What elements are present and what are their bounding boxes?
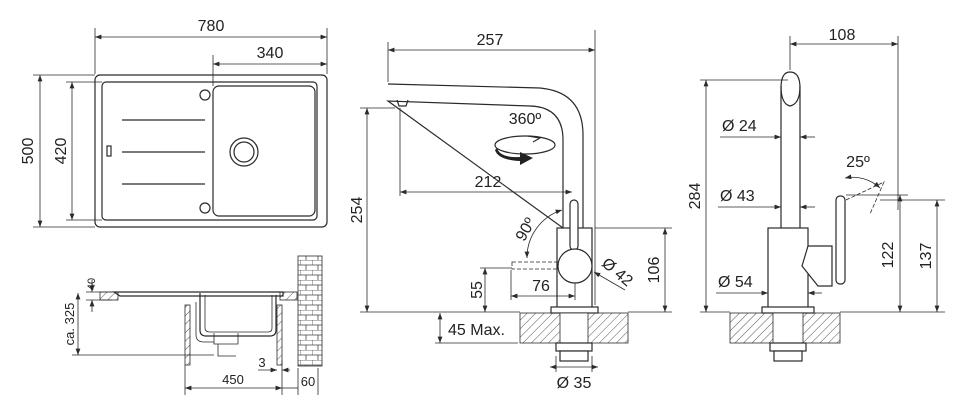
dim-340: 340 [257,45,284,62]
dim-780: 780 [198,18,225,35]
lever-open-position [511,261,559,270]
dim-420: 420 [53,138,70,165]
wall [297,255,323,367]
dim-90-degrees: 90º [513,215,540,244]
sink-outline [94,74,328,228]
dim-137: 137 [918,243,935,270]
lever-hub [557,248,593,284]
dim-diameter-54: Ø 54 [718,274,753,291]
aerator [396,99,409,107]
dim-500: 500 [20,138,37,165]
tap-lever [569,199,579,251]
dim-ca-325: ca. 325 [62,303,77,346]
dim-212: 212 [475,174,502,191]
sink-bowl-profile [199,293,277,337]
dim-122: 122 [880,242,897,269]
dim-106: 106 [646,257,663,284]
mounting-nut [769,342,807,352]
dim-60: 60 [301,374,315,389]
dim-450: 450 [222,372,244,387]
dim-25-degrees: 25º [846,154,870,171]
rotation-icon [494,135,556,165]
dim-108: 108 [829,27,856,44]
rotation-label: 360º [509,111,542,128]
dim-diameter-35: Ø 35 [557,375,592,392]
sink-bowl [212,85,316,217]
dim-diameter-24: Ø 24 [722,118,757,135]
dim-diameter-43: Ø 43 [720,188,755,205]
dim-284: 284 [687,183,704,210]
dim-257: 257 [477,32,504,49]
tap-spout [386,83,584,230]
drain-siphon [213,333,239,357]
tap-body [767,227,809,311]
lever-hub [801,245,833,287]
lever-tilt-position [845,181,885,215]
dim-40: 40 [86,278,98,290]
drain-icon [229,137,259,167]
tap-hole-icon [199,89,211,101]
tap-front-view: 25º 108 284 Ø 24 Ø 43 Ø 54 122 137 [687,27,945,362]
dim-254: 254 [349,197,366,224]
sink-top-view: 780 340 500 420 [20,18,328,228]
tap-side-view: 360º 257 212 254 90º 55 76 Ø 42 106 45 M… [349,30,672,392]
dim-45-max: 45 Max. [448,322,505,339]
sink-side-view: 40 ca. 325 450 3 60 [62,255,323,395]
tap-lever [835,195,846,285]
dim-55: 55 [469,281,486,299]
sink-rim [112,291,284,297]
tap-neck [780,71,801,228]
mounting-nut [555,342,593,352]
dim-3: 3 [258,355,265,370]
dim-76: 76 [532,278,550,295]
cabinet-side [184,304,191,366]
